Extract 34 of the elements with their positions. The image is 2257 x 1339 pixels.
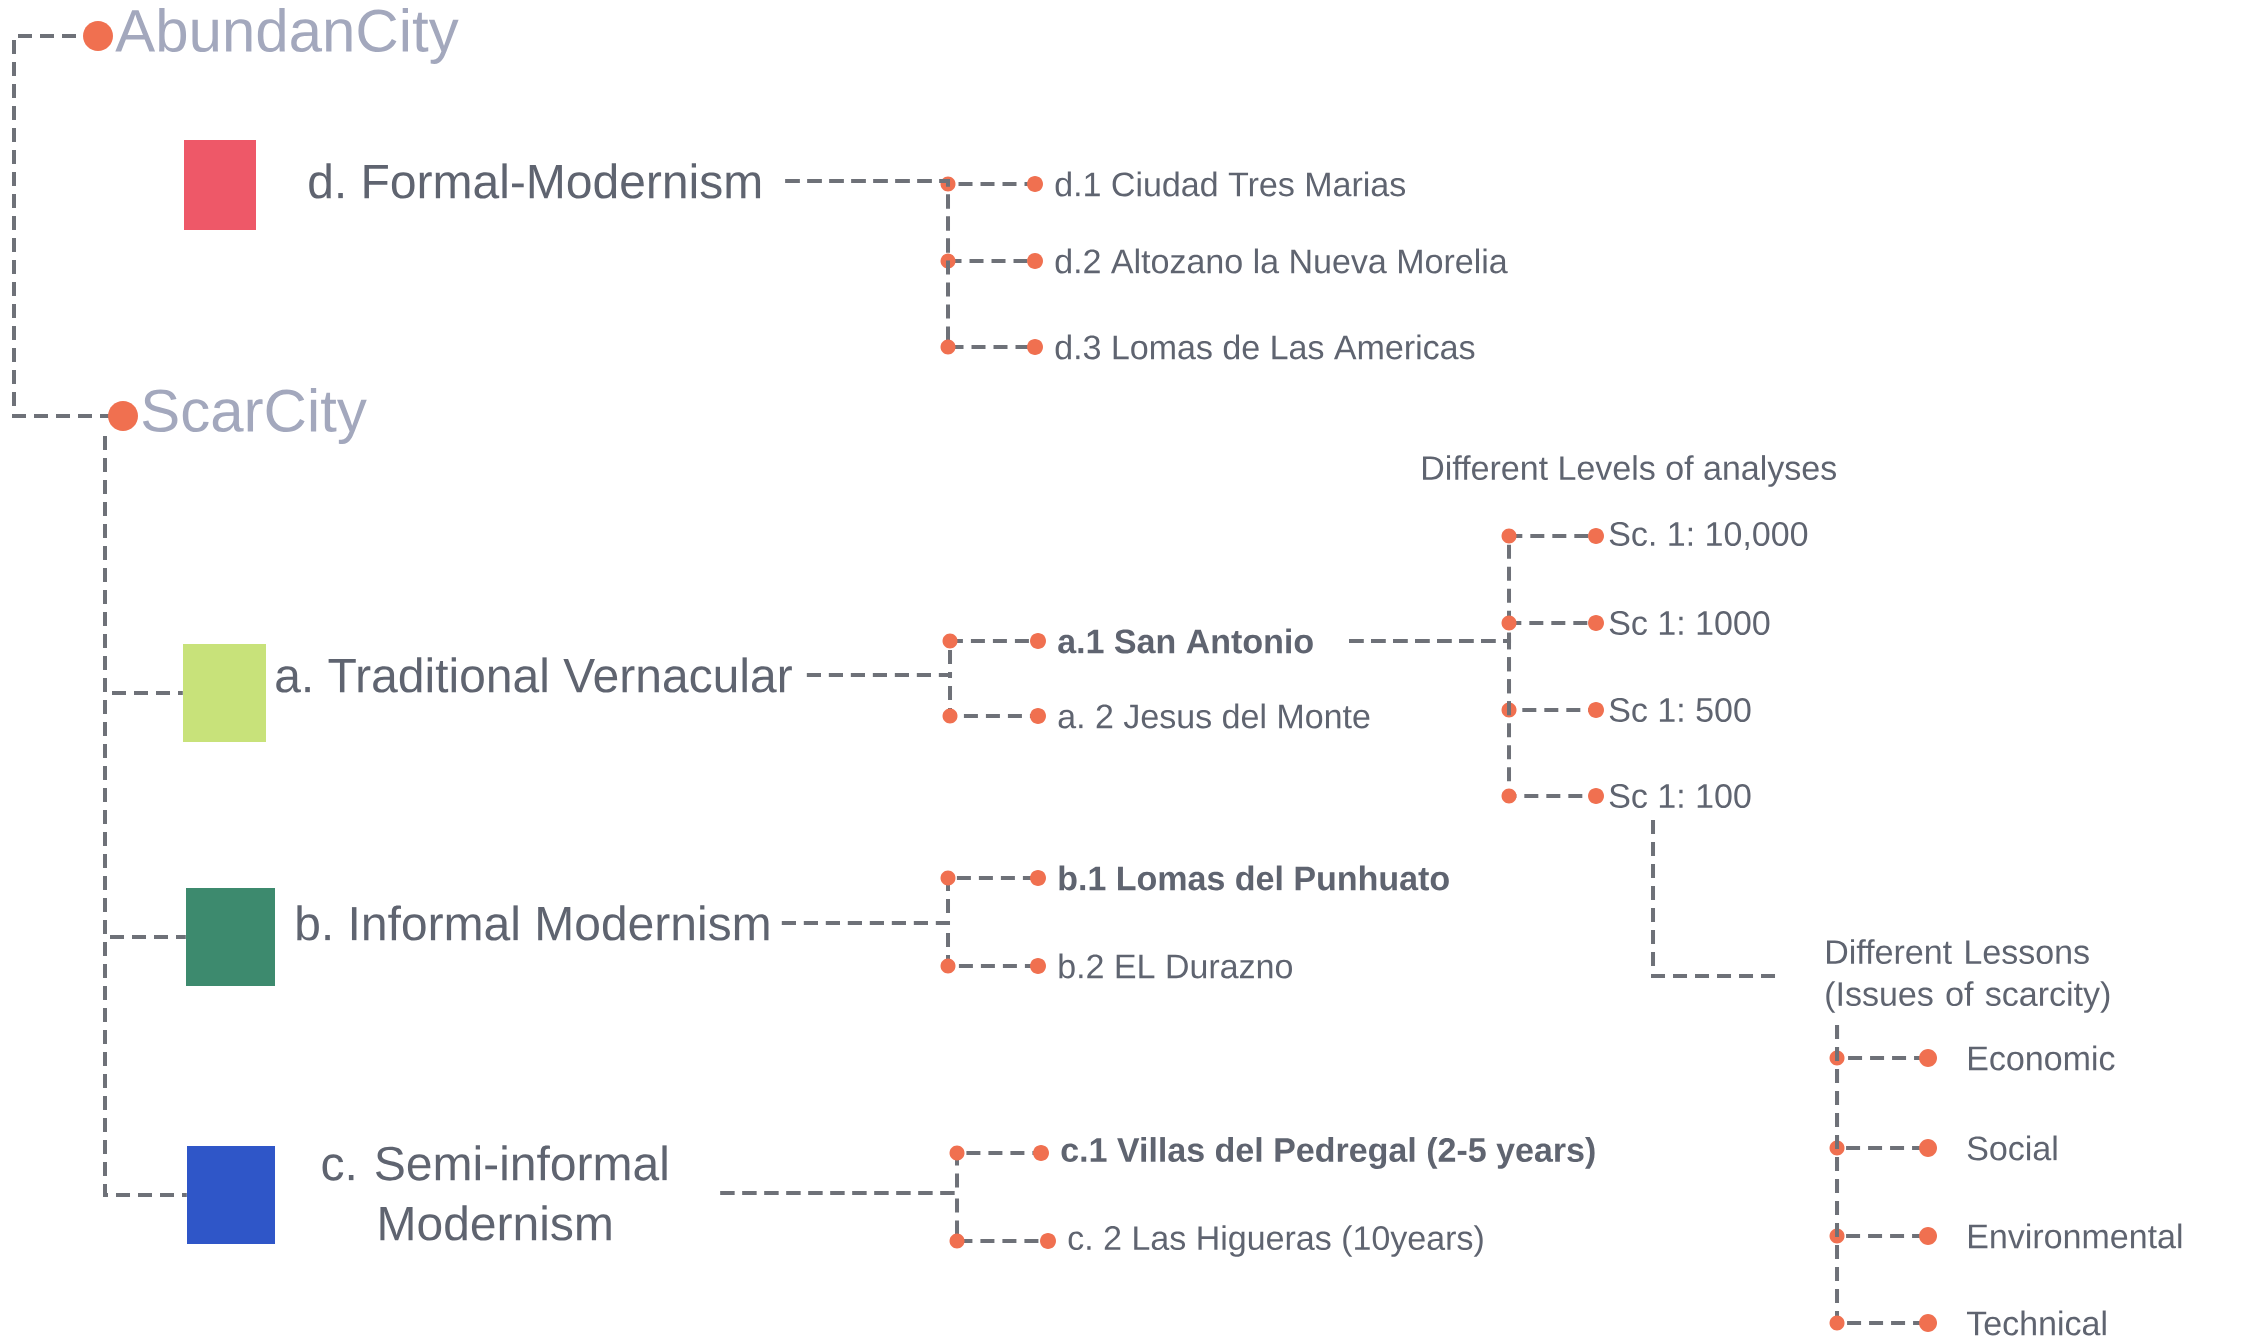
dashed-connector — [720, 1191, 1056, 1249]
dashed-connector — [103, 436, 187, 1197]
root-label: ScarCity — [142, 388, 367, 444]
branch-label: d.1 Ciudad Tres Marias — [1055, 171, 1406, 197]
dashed-connector — [781, 921, 1046, 974]
dashed-connector — [785, 179, 1043, 355]
branch-label: c.1 Villas del Pedregal (2-5 years) — [1061, 1137, 1595, 1169]
branch-label: Sc 1: 100 — [1609, 783, 1751, 809]
dashed-connector — [806, 673, 1046, 724]
root-label: AbundanCity — [115, 8, 459, 64]
category-label: d. Formal-Modernism — [309, 163, 761, 199]
branch-label: b.1 Lomas del Punhuato — [1059, 865, 1449, 891]
dashed-connector — [1349, 639, 1604, 804]
branch-label: a. 2 Jesus del Monte — [1058, 703, 1370, 729]
branch-label: d.2 Altozano la Nueva Morelia — [1055, 248, 1508, 274]
category-label: b. Informal Modernism — [297, 905, 769, 941]
category-label: a. Traditional Vernacular — [276, 657, 792, 693]
branch-label: c. 2 Las Higueras (10years) — [1068, 1225, 1483, 1257]
dashed-connector — [1651, 820, 1776, 978]
branch-label: Sc 1: 500 — [1609, 697, 1751, 723]
branch-label: b.2 EL Durazno — [1059, 953, 1292, 979]
branch-label: a.1 San Antonio — [1058, 628, 1313, 654]
lesson-label: Technical — [1967, 1310, 2106, 1336]
category-label: c. Semi-informal Modernism — [322, 1145, 667, 1241]
section-heading: Different Levels of analyses — [1423, 455, 1836, 487]
lesson-label: Social — [1967, 1135, 2057, 1161]
lessons-heading: Different Lessons (Issues of scarcity) — [1826, 939, 2110, 1013]
lesson-label: Economic — [1969, 1045, 2115, 1071]
dashed-connector — [12, 21, 138, 431]
lesson-label: Environmental — [1969, 1223, 2182, 1249]
branch-label: Sc. 1: 10,000 — [1609, 521, 1808, 551]
branch-label: Sc 1: 1000 — [1609, 610, 1770, 636]
branch-label: d.3 Lomas de Las Americas — [1055, 334, 1475, 360]
dashed-connector — [1829, 1025, 1937, 1332]
